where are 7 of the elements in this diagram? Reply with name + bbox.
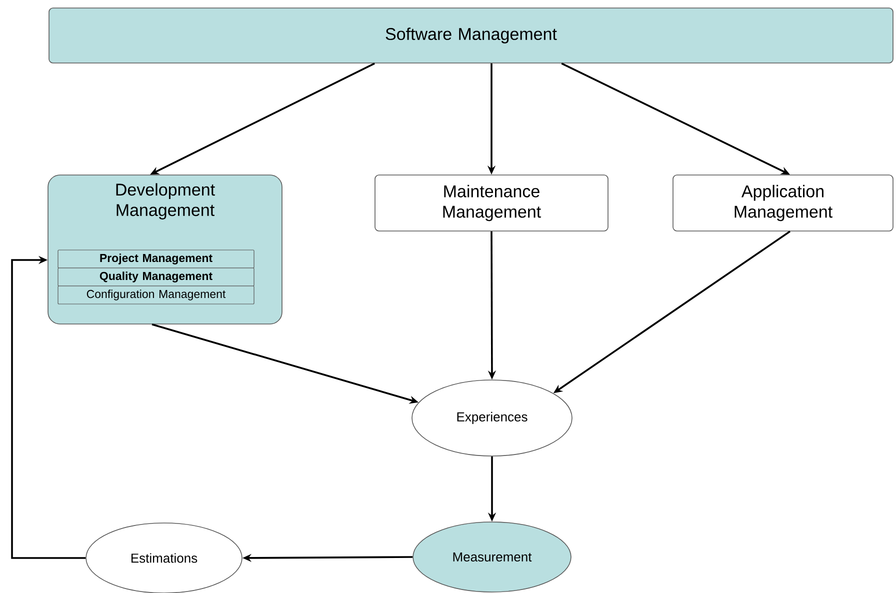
item-box: Project Management <box>58 250 254 268</box>
item-box: Quality Management <box>58 268 254 286</box>
title-box: Software Management <box>48 8 894 64</box>
process-box: Maintenance Management <box>374 174 608 232</box>
process-box: Application Management <box>672 174 894 232</box>
item-box: Configuration Management <box>58 286 254 304</box>
arrow <box>11 256 86 559</box>
